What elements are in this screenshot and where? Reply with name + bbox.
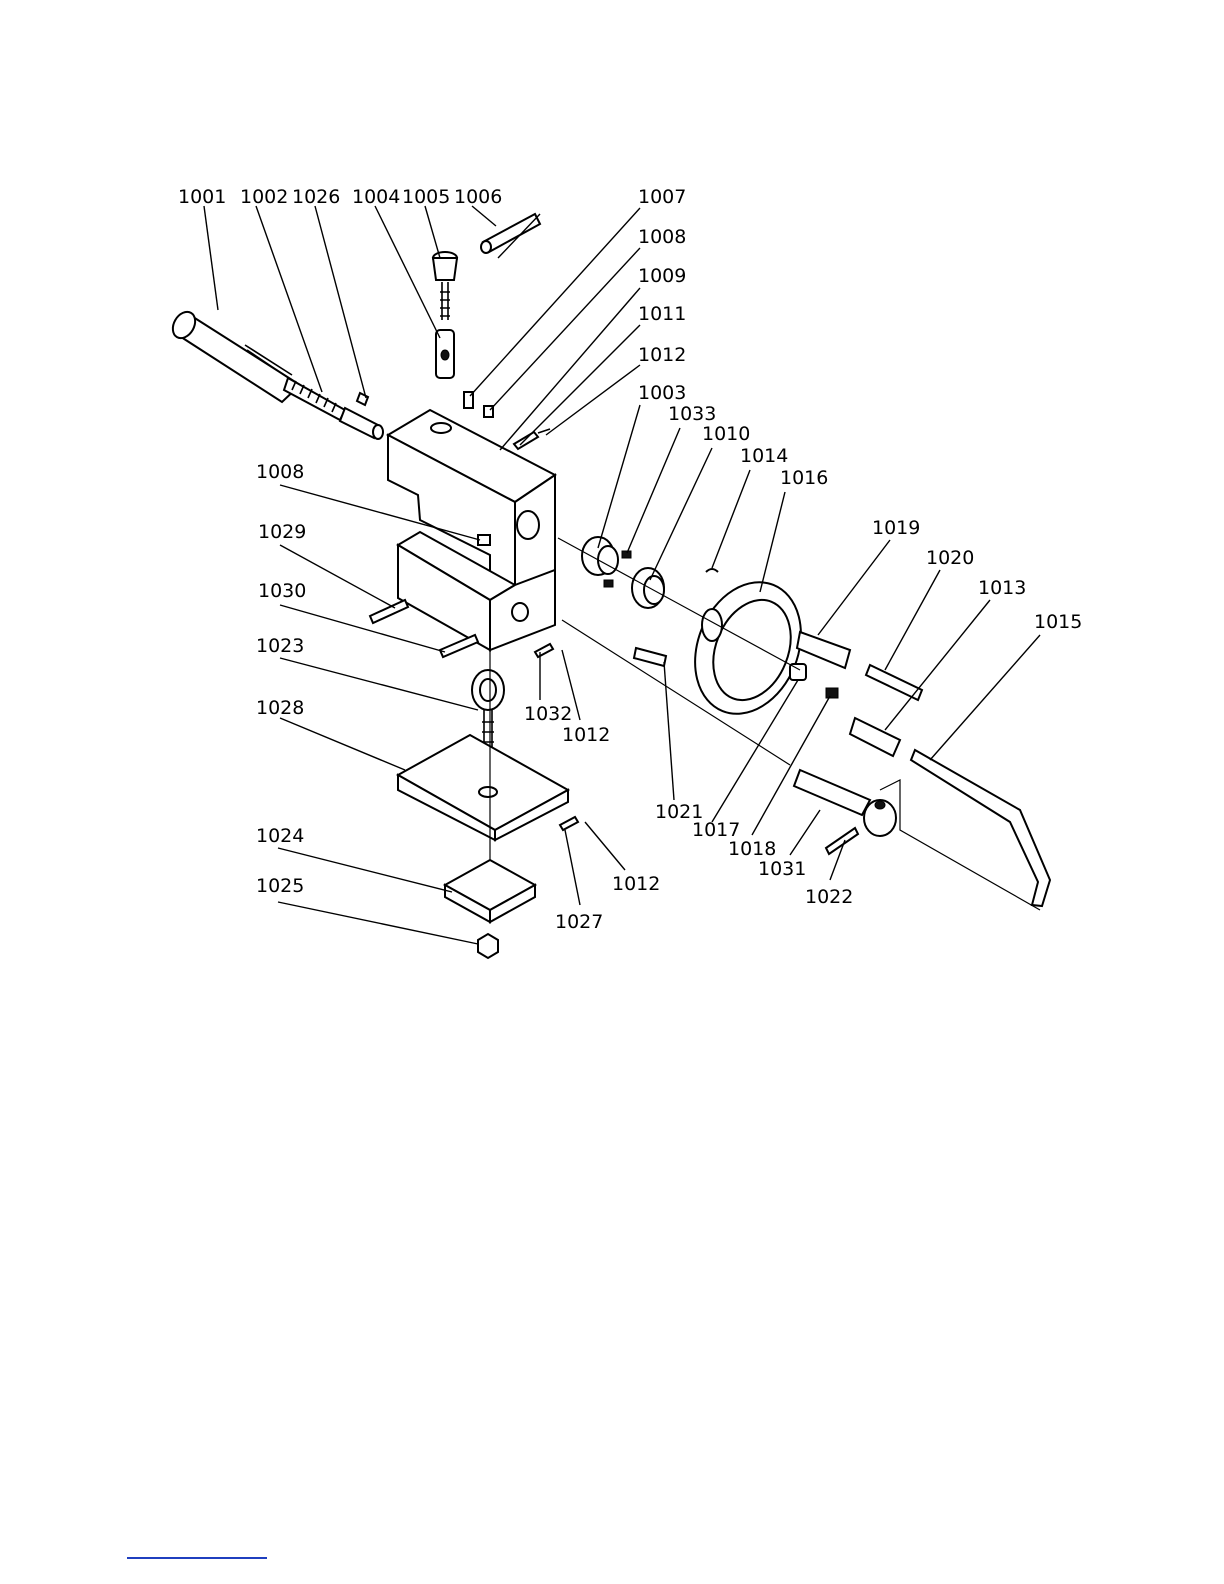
part-1015-crank — [911, 750, 1050, 906]
label-1027: 1027 — [555, 911, 603, 933]
part-1033-screw — [622, 551, 631, 558]
part-1004-pin — [436, 330, 454, 378]
label-1019: 1019 — [872, 517, 920, 539]
part-1013-grip — [850, 718, 900, 756]
part-collar-screw — [604, 580, 613, 587]
part-1028-base — [398, 735, 568, 840]
label-1012-mid: 1012 — [562, 724, 610, 746]
label-1011: 1011 — [638, 303, 686, 325]
label-1014: 1014 — [740, 445, 788, 467]
part-1010-dial — [632, 568, 664, 608]
part-1030-gib-screw — [440, 635, 478, 657]
label-1002: 1002 — [240, 186, 288, 208]
label-1005: 1005 — [402, 186, 450, 208]
label-1018: 1018 — [728, 838, 776, 860]
part-1001-sleeve — [168, 308, 300, 402]
label-1023: 1023 — [256, 635, 304, 657]
label-1016: 1016 — [780, 467, 828, 489]
label-1010: 1010 — [702, 423, 750, 445]
part-1022-pin — [826, 828, 858, 854]
label-1001: 1001 — [178, 186, 226, 208]
label-1006: 1006 — [454, 186, 502, 208]
label-1030: 1030 — [258, 580, 306, 602]
label-1031: 1031 — [758, 858, 806, 880]
part-1032-plate — [535, 644, 553, 657]
label-1013: 1013 — [978, 577, 1026, 599]
part-1025-nut — [478, 934, 498, 958]
label-1008-top: 1008 — [638, 226, 686, 248]
label-1007: 1007 — [638, 186, 686, 208]
label-1032: 1032 — [524, 703, 572, 725]
label-1009: 1009 — [638, 265, 686, 287]
part-labels: 1001 1002 1026 1004 1005 1006 1007 1008 … — [178, 186, 1082, 933]
label-1012-bottom: 1012 — [612, 873, 660, 895]
part-1024-clamp — [445, 860, 535, 922]
label-1024: 1024 — [256, 825, 304, 847]
part-compound-body — [388, 410, 555, 650]
part-1006-rod — [481, 214, 540, 253]
part-1002-leadscrew — [284, 378, 383, 439]
label-1025: 1025 — [256, 875, 304, 897]
part-1014-key — [706, 569, 718, 572]
label-1026: 1026 — [292, 186, 340, 208]
label-1012-top: 1012 — [638, 344, 686, 366]
label-1028: 1028 — [256, 697, 304, 719]
label-1033: 1033 — [668, 403, 716, 425]
part-1011-plate — [514, 432, 538, 449]
footer-link-underline[interactable] — [127, 1557, 267, 1559]
part-1029-gib-screw — [370, 600, 408, 623]
label-1008-side: 1008 — [256, 461, 304, 483]
part-1019-grip — [797, 632, 850, 668]
part-1027-plate — [560, 817, 578, 830]
part-1005-knob — [433, 252, 457, 320]
part-1026-key — [357, 393, 368, 405]
leader-lines — [204, 206, 1040, 944]
label-1029: 1029 — [258, 521, 306, 543]
label-1004: 1004 — [352, 186, 400, 208]
label-1003: 1003 — [638, 382, 686, 404]
label-1015: 1015 — [1034, 611, 1082, 633]
part-1021-screw — [634, 648, 666, 666]
label-1022: 1022 — [805, 886, 853, 908]
part-1012-screw-top — [538, 429, 550, 433]
label-1020: 1020 — [926, 547, 974, 569]
part-1018-screw — [826, 688, 838, 698]
